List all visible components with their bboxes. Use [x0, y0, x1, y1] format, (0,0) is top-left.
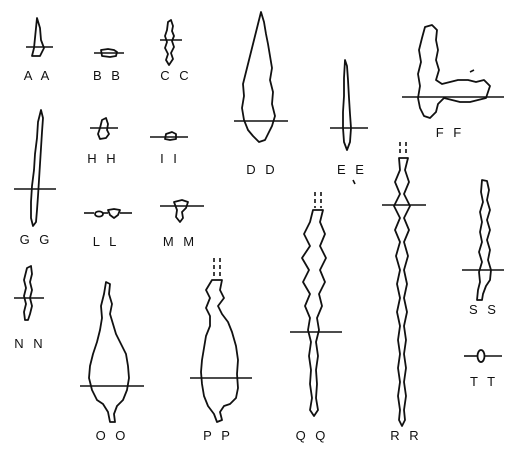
specimen-nn: N N	[14, 266, 46, 351]
specimen-qq: Q Q	[290, 192, 342, 443]
label-ii: I I	[160, 151, 180, 166]
label-ll: L L	[93, 234, 120, 249]
label-gg: G G	[20, 232, 53, 247]
label-ee: E E	[337, 162, 367, 177]
label-qq: Q Q	[296, 428, 329, 443]
specimen-gg: G G	[14, 110, 56, 247]
specimen-ss: S S	[462, 180, 504, 317]
specimen-aa: A A	[24, 18, 53, 83]
specimen-oo: O O	[80, 282, 144, 443]
label-tt: T T	[470, 374, 498, 389]
specimen-rr: R R	[382, 142, 426, 443]
specimen-hh: H H	[87, 118, 118, 166]
label-ss: S S	[469, 302, 499, 317]
specimen-cc: C C	[160, 20, 192, 83]
specimen-dd: D D	[234, 12, 288, 177]
label-bb: B B	[93, 68, 123, 83]
specimen-ii: I I	[150, 132, 188, 166]
specimen-ee: E E	[330, 60, 368, 184]
label-ff: F F	[436, 125, 465, 140]
specimen-ff: F F	[402, 25, 504, 140]
specimen-ll: L L	[84, 209, 132, 249]
label-rr: R R	[390, 428, 421, 443]
label-dd: D D	[246, 162, 277, 177]
label-oo: O O	[96, 428, 129, 443]
label-pp: P P	[203, 428, 233, 443]
label-cc: C C	[160, 68, 191, 83]
specimen-tt: T T	[464, 350, 502, 389]
label-aa: A A	[24, 68, 53, 83]
specimen-bb: B B	[93, 49, 124, 83]
label-hh: H H	[87, 151, 118, 166]
specimen-mm: M M	[160, 200, 204, 249]
label-mm: M M	[163, 234, 197, 249]
label-nn: N N	[14, 336, 45, 351]
specimen-pp: P P	[190, 258, 252, 443]
